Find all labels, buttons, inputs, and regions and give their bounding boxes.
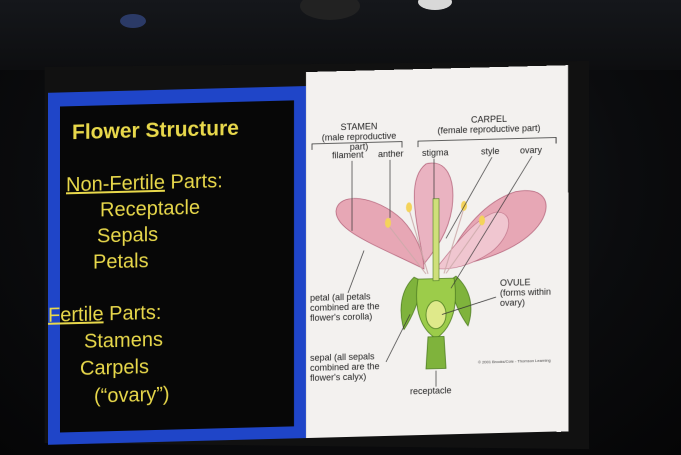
stigma-label: stigma	[422, 147, 449, 159]
non-fertile-heading: Non-Fertile Parts:	[66, 170, 223, 197]
fertile-item: Stamens	[84, 328, 163, 353]
ovule-note: (forms within ovary)	[500, 286, 552, 308]
non-fertile-item: Petals	[93, 250, 149, 274]
ceiling-light	[120, 14, 146, 28]
fertile-label: Fertile	[48, 303, 104, 327]
slide-diagram-panel: STAMEN (male reproductive part) CARPEL (…	[306, 65, 568, 439]
anther	[479, 215, 485, 226]
style-label: style	[481, 145, 500, 157]
filament	[387, 224, 427, 275]
petal-note: petal (all petals combined are the flowe…	[310, 291, 380, 323]
anther-label: anther	[378, 148, 404, 160]
receptacle-label: receptacle	[410, 385, 452, 397]
filament	[443, 207, 465, 274]
filament-label: filament	[332, 149, 364, 161]
leader-style	[445, 157, 493, 239]
sepal-note: sepal (all sepals combined are the flowe…	[310, 351, 380, 383]
non-fertile-label: Non-Fertile	[66, 171, 165, 197]
filament	[445, 222, 483, 274]
ovary-label: ovary	[520, 144, 543, 156]
non-fertile-item: Receptacle	[100, 196, 201, 222]
carpel-label: CARPEL (female reproductive part)	[424, 114, 554, 137]
leader-ovule	[441, 296, 497, 315]
stamen-bracket	[311, 141, 403, 150]
flower-diagram	[311, 137, 557, 387]
anther	[385, 217, 391, 228]
leader-petal	[347, 250, 365, 294]
ovule	[425, 300, 447, 330]
anther	[406, 202, 412, 213]
ceiling-light	[300, 0, 360, 20]
slide-left-panel: Flower Structure Non-Fertile Parts: Rece…	[48, 86, 306, 445]
ovule-label: OVULE (forms within ovary)	[500, 277, 552, 309]
fertile-item: Carpels	[80, 356, 149, 380]
non-fertile-suffix: Parts:	[164, 170, 223, 194]
slide-left-inner: Flower Structure Non-Fertile Parts: Rece…	[48, 100, 294, 433]
fertile-suffix: Parts:	[103, 301, 162, 326]
fertile-item: (“ovary”)	[94, 383, 170, 408]
receptacle-stem	[425, 336, 447, 370]
non-fertile-item: Sepals	[97, 223, 159, 248]
slide-title: Flower Structure	[72, 116, 239, 145]
filament	[408, 209, 429, 275]
projected-slide: Flower Structure Non-Fertile Parts: Rece…	[48, 65, 568, 445]
ceiling-light	[418, 0, 452, 10]
carpel-bracket	[417, 137, 557, 148]
style	[432, 198, 440, 282]
petal-left	[335, 198, 425, 270]
fertile-heading: Fertile Parts:	[48, 302, 161, 328]
leader-ovary	[450, 155, 533, 289]
leader-sepal	[385, 314, 411, 363]
